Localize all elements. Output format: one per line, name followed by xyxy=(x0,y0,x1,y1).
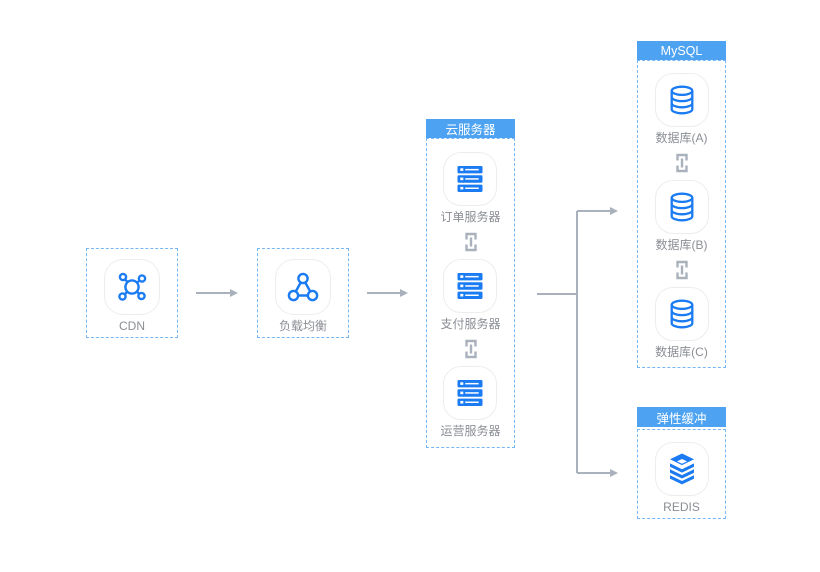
elastic-cache-group-title: 弹性缓冲 xyxy=(637,407,726,427)
elastic-cache-group: REDIS xyxy=(637,429,726,519)
database-a-tile xyxy=(654,73,709,127)
load-balancer-tile xyxy=(275,259,331,315)
database-b-label: 数据库(B) xyxy=(655,238,708,252)
load-balancer-label: 负载均衡 xyxy=(278,319,327,333)
chain-link-icon xyxy=(464,231,478,253)
redis-label: REDIS xyxy=(663,500,700,514)
server-icon xyxy=(452,268,488,304)
node-redis: REDIS xyxy=(654,442,709,515)
node-load-balancer: 负载均衡 xyxy=(257,248,349,338)
chain-link-icon xyxy=(675,152,689,174)
cloud-servers-group-title: 云服务器 xyxy=(426,119,515,138)
chain-link-icon xyxy=(675,259,689,281)
database-icon xyxy=(664,296,700,332)
database-b-tile xyxy=(654,180,709,234)
order-server-tile xyxy=(443,152,498,206)
order-server-label: 订单服务器 xyxy=(440,210,501,224)
branch-line-cloudservers xyxy=(537,211,578,473)
cdn-label: CDN xyxy=(119,319,145,333)
server-icon xyxy=(452,161,488,197)
operations-server-tile xyxy=(443,366,498,420)
node-order-server: 订单服务器 xyxy=(440,152,501,225)
mysql-group: 数据库(A) 数据库(B) 数据库(C) xyxy=(637,60,726,368)
cdn-tile xyxy=(104,259,160,315)
database-c-label: 数据库(C) xyxy=(655,345,708,359)
node-database-a: 数据库(A) xyxy=(654,73,709,146)
database-a-label: 数据库(A) xyxy=(655,131,708,145)
operations-server-label: 运营服务器 xyxy=(440,424,501,438)
chain-link-icon xyxy=(464,338,478,360)
database-c-tile xyxy=(654,287,709,341)
node-operations-server: 运营服务器 xyxy=(440,366,501,439)
mysql-group-title: MySQL xyxy=(637,41,726,60)
cloud-servers-group: 订单服务器 支付服务器 运营服务器 xyxy=(426,138,515,448)
redis-stack-icon xyxy=(664,451,700,487)
load-balancer-icon xyxy=(285,269,321,305)
server-icon xyxy=(452,375,488,411)
node-cdn: CDN xyxy=(86,248,178,338)
node-database-b: 数据库(B) xyxy=(654,180,709,253)
payment-server-tile xyxy=(443,259,498,313)
database-icon xyxy=(664,82,700,118)
payment-server-label: 支付服务器 xyxy=(440,317,501,331)
database-icon xyxy=(664,189,700,225)
cdn-network-icon xyxy=(114,269,150,305)
redis-tile xyxy=(654,442,709,496)
node-database-c: 数据库(C) xyxy=(654,287,709,360)
node-payment-server: 支付服务器 xyxy=(440,259,501,332)
